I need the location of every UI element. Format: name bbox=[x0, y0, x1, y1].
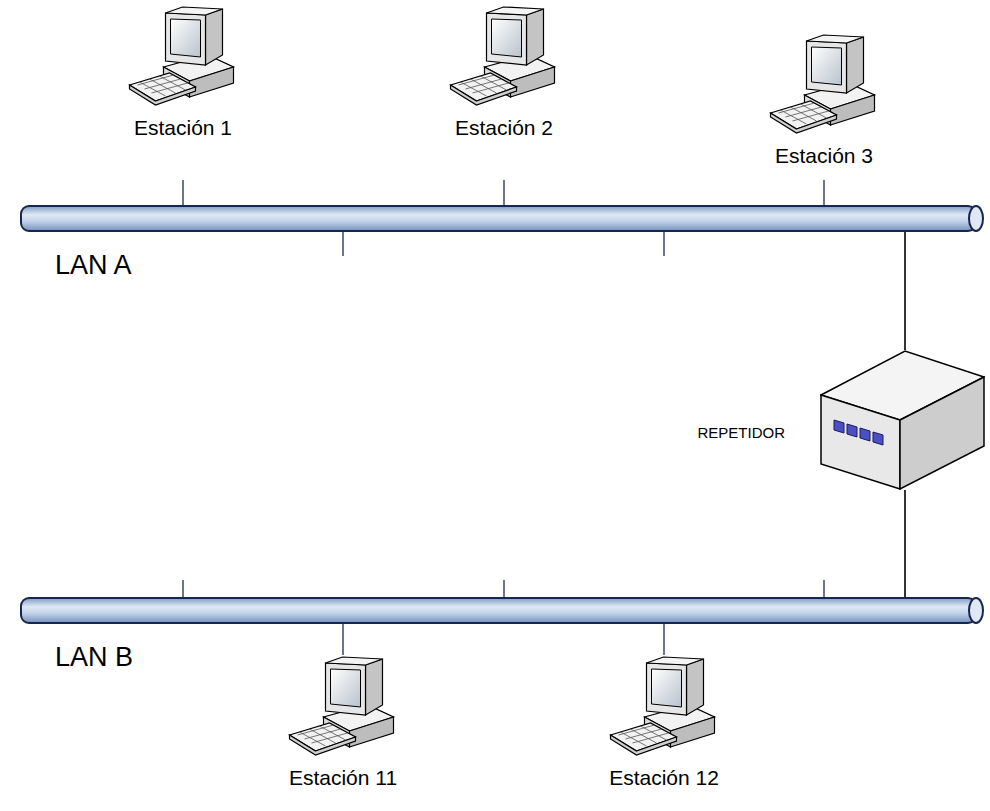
lan-bus: LAN B bbox=[20, 597, 985, 624]
network-link bbox=[904, 232, 906, 350]
station-label: Estación 12 bbox=[609, 766, 719, 790]
repeater-box bbox=[820, 350, 985, 490]
station-node: Estación 11 bbox=[285, 655, 401, 805]
station-label: Estación 3 bbox=[775, 144, 873, 168]
computer-icon bbox=[285, 655, 401, 760]
unused-tap bbox=[182, 580, 183, 597]
lan-label: LAN B bbox=[55, 642, 133, 673]
station-label: Estación 2 bbox=[455, 116, 553, 140]
drop-taps bbox=[183, 232, 824, 597]
station-node: Estación 12 bbox=[606, 655, 722, 805]
computer-icon bbox=[446, 5, 562, 110]
lan-bus: LAN A bbox=[20, 205, 985, 232]
unused-tap bbox=[503, 580, 504, 597]
station-label: Estación 1 bbox=[134, 116, 232, 140]
computer-icon bbox=[606, 655, 722, 760]
unused-tap bbox=[663, 232, 664, 256]
network-link bbox=[904, 490, 906, 597]
station-label: Estación 11 bbox=[289, 766, 397, 790]
repeater-node: REPETIDOR bbox=[820, 350, 985, 490]
network-link bbox=[503, 180, 504, 205]
network-link bbox=[663, 624, 664, 655]
network-link bbox=[182, 180, 183, 205]
repeater-label: REPETIDOR bbox=[697, 424, 785, 441]
computer-icon bbox=[125, 5, 241, 110]
network-link bbox=[342, 624, 343, 655]
lan-label: LAN A bbox=[55, 250, 132, 281]
cable-tube bbox=[20, 597, 985, 624]
unused-tap bbox=[823, 580, 824, 597]
computer-icon bbox=[766, 33, 882, 138]
station-node: Estación 3 bbox=[766, 33, 882, 180]
station-node: Estación 1 bbox=[125, 5, 241, 180]
cable-tube bbox=[20, 205, 985, 232]
station-node: Estación 2 bbox=[446, 5, 562, 180]
network-link bbox=[823, 180, 824, 205]
unused-tap bbox=[342, 232, 343, 256]
